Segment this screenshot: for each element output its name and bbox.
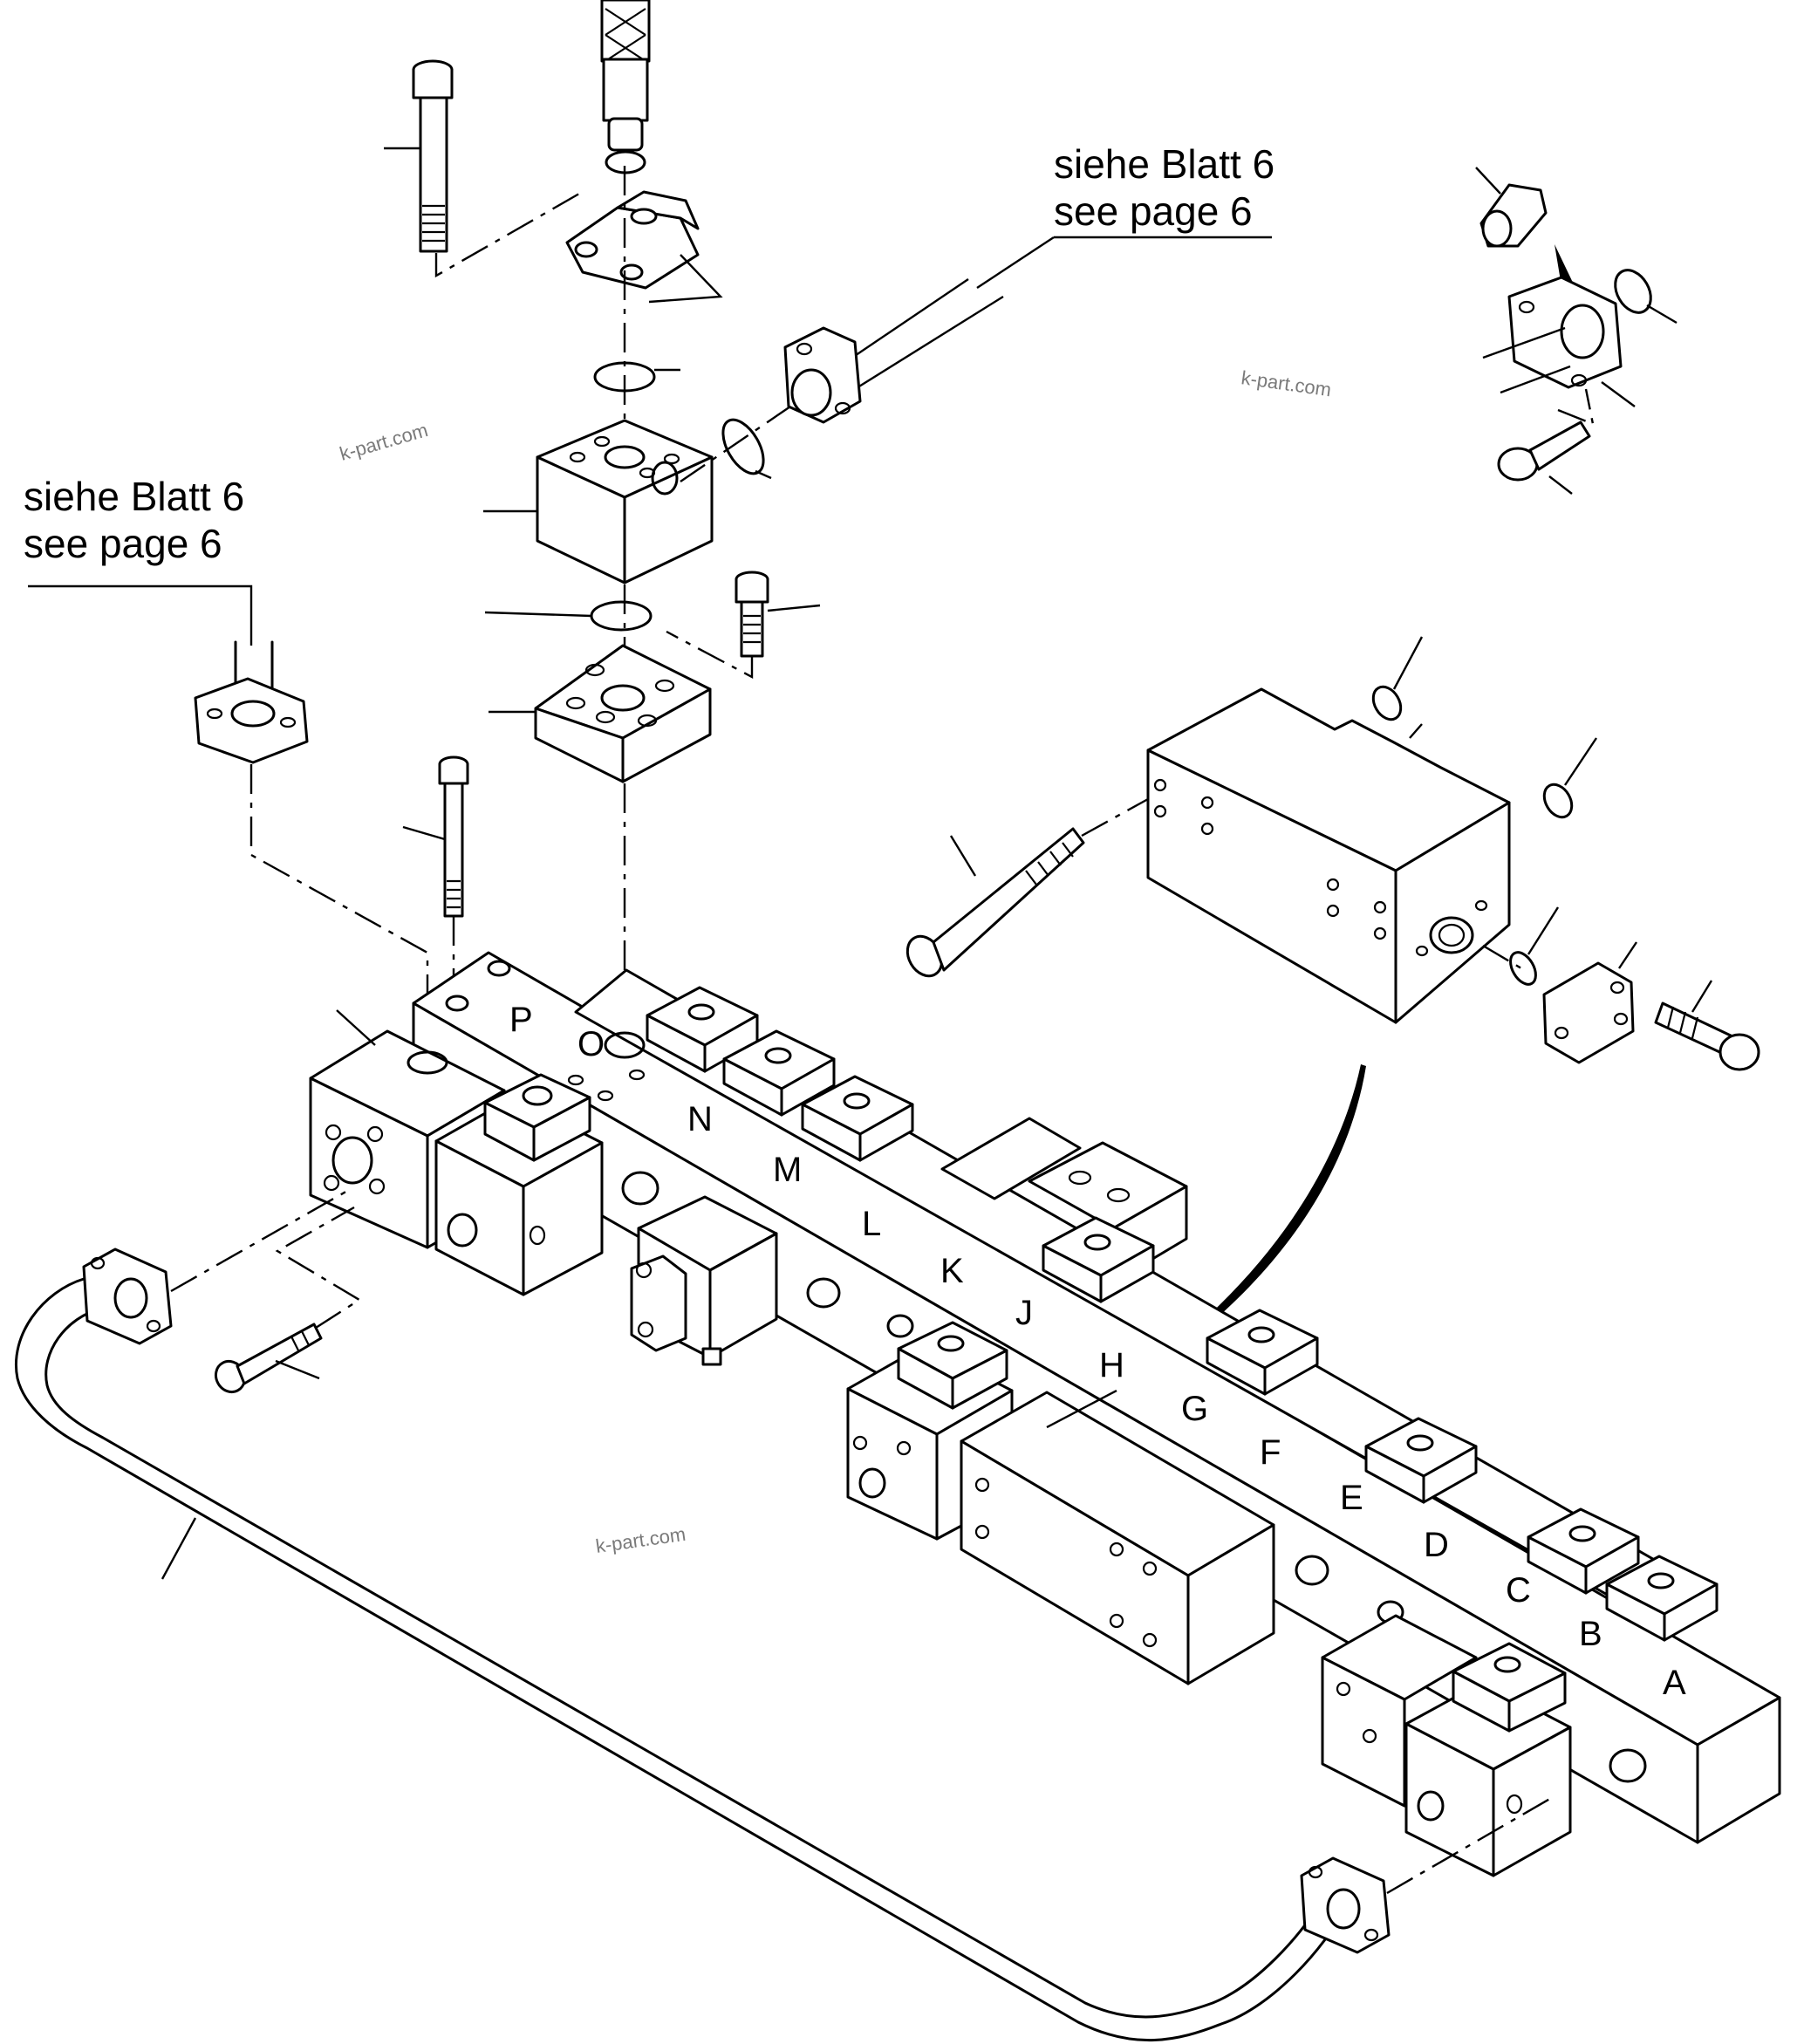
valve-cap [1605,1555,1719,1642]
o-ring [590,600,653,632]
reference-note-line-en: see page 6 [1054,188,1253,234]
valve-cap [1364,1417,1478,1504]
section-letter-j: J [1015,1294,1033,1332]
valve-cap [1527,1507,1640,1595]
section-letter-o: O [577,1025,605,1063]
section-letter-l: L [862,1205,881,1243]
adapter-plate-lower [489,644,712,783]
valve-cap [1206,1309,1319,1396]
reference-note-line-de: siehe Blatt 6 [24,474,244,519]
section-letter-p: P [509,1001,533,1039]
valve-body-detail [1146,636,1597,1024]
section-letters: P O N M L K J H G F E D C B A [509,1001,1686,1702]
top-hose-assembly [600,0,651,174]
section-letter-d: D [1424,1526,1449,1564]
reference-note-line-en: see page 6 [24,521,222,566]
socket-head-bolt-bottom [214,1206,362,1394]
left-flange-pipe [194,640,429,1012]
valve-cap [722,1029,836,1117]
reference-note-top-right: siehe Blatt 6 see page 6 [976,141,1274,290]
solenoid-coil [630,1195,778,1366]
socket-head-bolt-small [666,571,821,679]
section-letter-n: N [687,1100,713,1138]
watermark: k-part.com [1240,366,1332,400]
socket-head-bolt-horizontal [905,797,1149,978]
section-letter-a: A [1663,1664,1686,1702]
solenoid-block-right [1321,1614,1572,1877]
reference-note-line-de: siehe Blatt 6 [1054,141,1274,187]
reference-note-left: siehe Blatt 6 see page 6 [24,474,253,646]
section-letter-b: B [1579,1615,1602,1653]
valve-cap [801,1075,914,1162]
socket-head-bolt [384,59,580,278]
side-flange-pipe [680,278,1004,482]
split-flange-clamp [565,190,723,304]
section-letter-g: G [1181,1390,1208,1428]
o-ring [721,418,765,475]
o-ring [1542,783,1574,819]
socket-head-bolt-long [402,755,469,1001]
section-letter-m: M [773,1151,802,1189]
section-letter-c: C [1506,1571,1531,1610]
cover-flange-with-bolt [1482,906,1760,1071]
section-letter-k: K [940,1252,964,1290]
watermark: k-part.com [594,1523,687,1557]
main-manifold: P O N M L K J H G F E D C B A [309,951,1781,1877]
section-letter-f: F [1260,1433,1281,1472]
watermark: k-part.com [337,419,430,465]
pressure-plug-assembly [1475,167,1678,495]
adapter-block-upper [483,419,714,584]
valve-cap [1042,1216,1155,1303]
section-letter-h: H [1099,1346,1124,1384]
o-ring [1371,685,1403,721]
main-valve-body [960,1389,1275,1685]
return-pipe [15,1188,1554,2042]
section-letter-e: E [1340,1479,1363,1517]
o-ring [1509,951,1537,986]
